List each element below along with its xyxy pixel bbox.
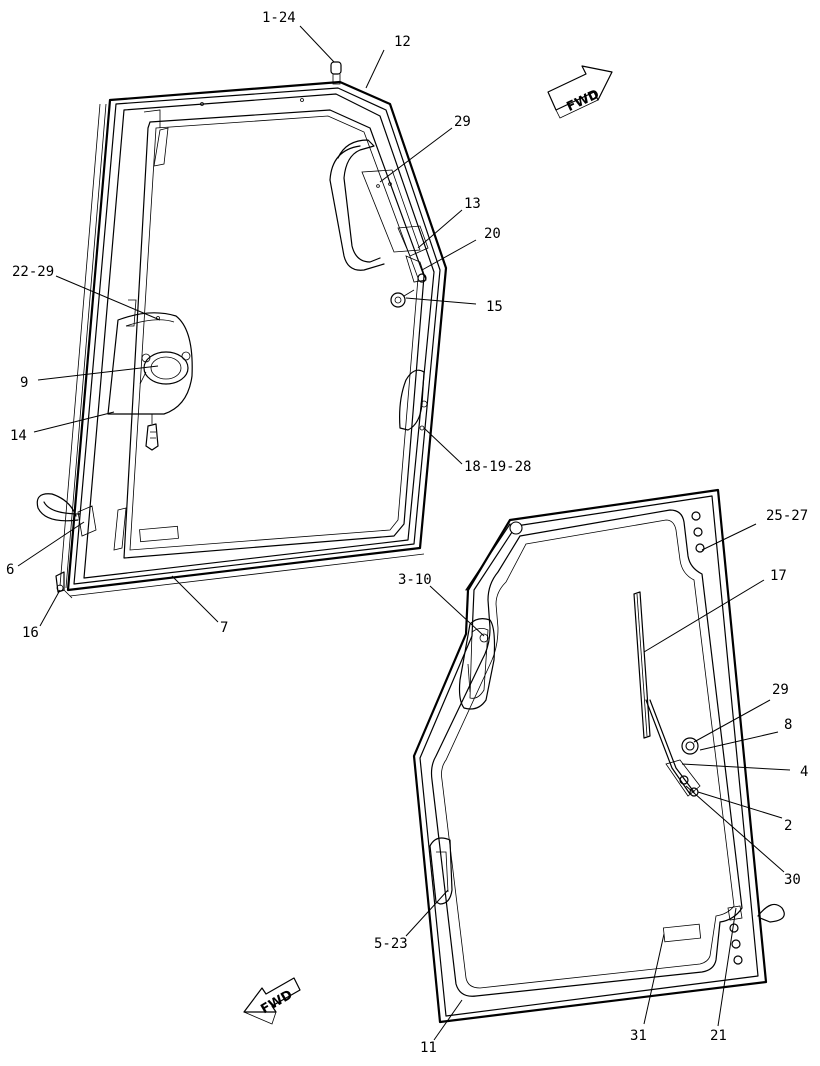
door-lock-assembly xyxy=(107,312,193,451)
callout-31: 31 xyxy=(630,1028,647,1044)
callout-9: 9 xyxy=(20,375,28,391)
hinge-cap-top xyxy=(330,61,342,85)
callout-21: 21 xyxy=(710,1028,727,1044)
lanyard-cable xyxy=(36,493,97,593)
leader-lines xyxy=(17,25,791,1041)
callout-13: 13 xyxy=(464,196,481,212)
callout-16: 16 xyxy=(22,625,39,641)
callout-11: 11 xyxy=(420,1040,437,1056)
callout-labels: 1-24 12 29 13 20 15 22-29 9 14 18-19-28 … xyxy=(6,10,808,1056)
callout-17: 17 xyxy=(770,568,787,584)
fwd-arrow-bottom: FWD xyxy=(243,977,301,1025)
callout-4: 4 xyxy=(800,764,808,780)
callout-1-24: 1-24 xyxy=(262,10,296,26)
fwd-arrow-top: FWD xyxy=(547,65,613,119)
callout-7: 7 xyxy=(220,620,228,636)
callout-14: 14 xyxy=(10,428,27,444)
callout-6: 6 xyxy=(6,562,14,578)
callout-2: 2 xyxy=(784,818,792,834)
inner-handle-lower-door xyxy=(429,837,453,905)
callout-12: 12 xyxy=(394,34,411,50)
grab-handle-upper xyxy=(329,139,421,271)
callout-20: 20 xyxy=(484,226,501,242)
callout-22-29: 22-29 xyxy=(12,264,54,280)
callout-29-top: 29 xyxy=(454,114,471,130)
callout-3-10: 3-10 xyxy=(398,572,432,588)
callout-8: 8 xyxy=(784,717,792,733)
callout-29-mid: 29 xyxy=(772,682,789,698)
callout-18-19-28: 18-19-28 xyxy=(464,459,531,475)
fwd-label-top: FWD xyxy=(565,87,602,115)
callout-5-23: 5-23 xyxy=(374,936,408,952)
callout-15: 15 xyxy=(486,299,503,315)
latch-hardware xyxy=(390,225,429,308)
door-frame-right xyxy=(412,488,785,1024)
callout-25-27: 25-27 xyxy=(766,508,808,524)
callout-30: 30 xyxy=(784,872,801,888)
wiper-assembly xyxy=(633,591,701,797)
inner-handle-upper-door xyxy=(399,369,428,431)
door-frame-left xyxy=(59,80,448,599)
